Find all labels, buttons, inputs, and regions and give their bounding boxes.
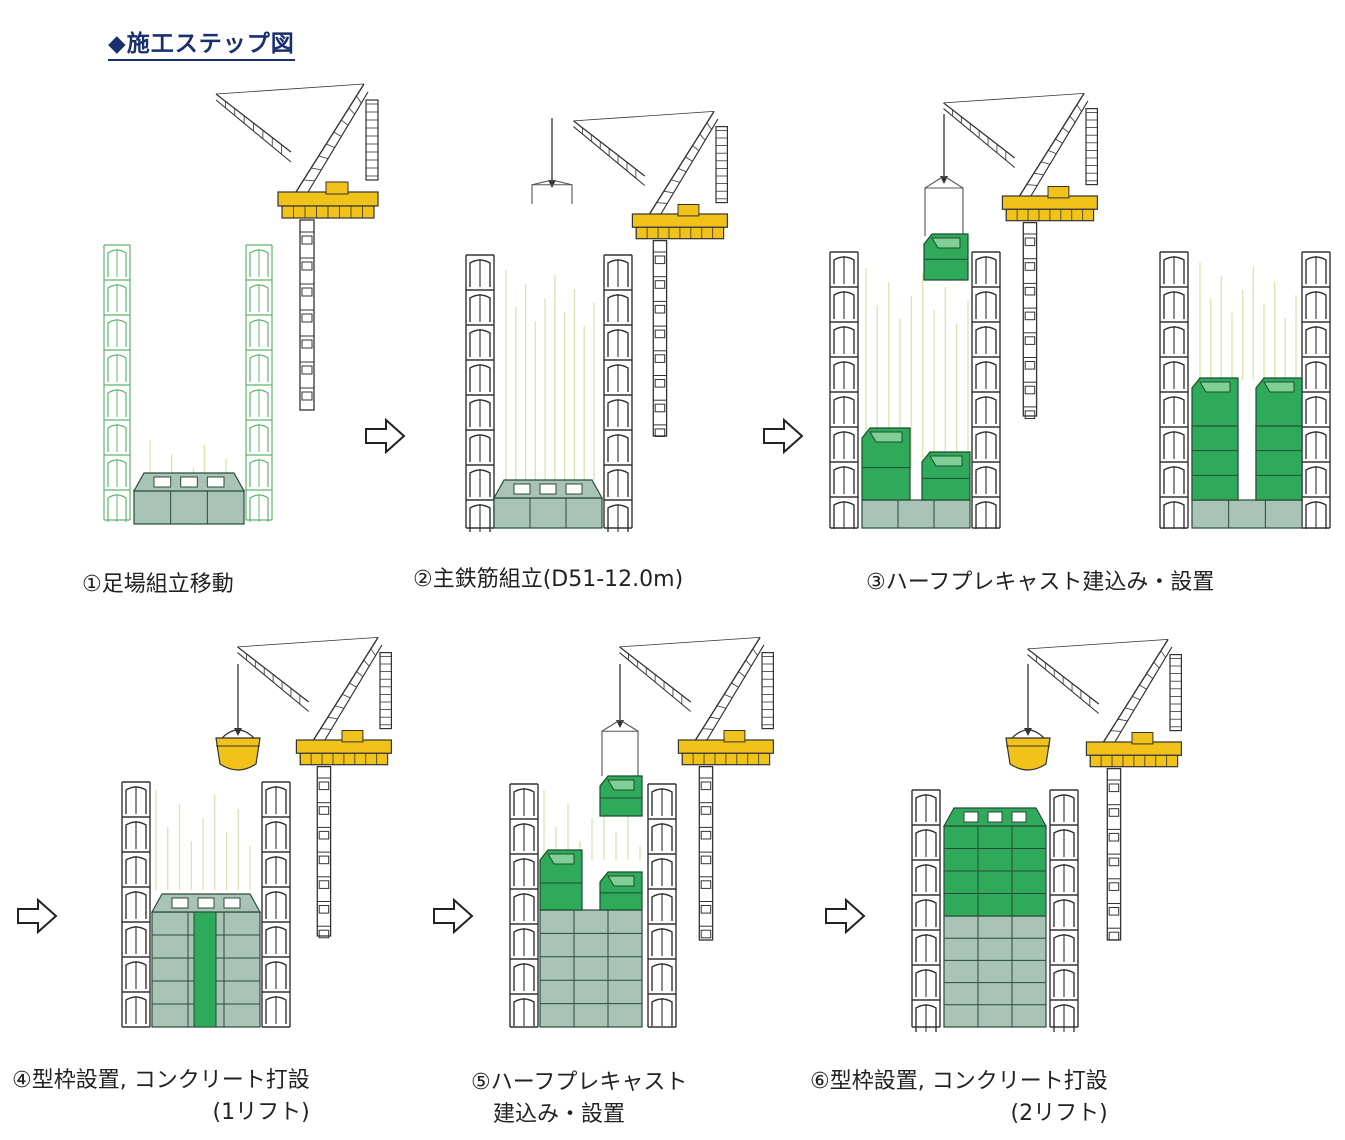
rebar-lines (505, 270, 595, 480)
step-4-caption-line1: ④型枠設置, コンクリート打設 (12, 1068, 310, 1093)
scaffold-tower (1301, 251, 1331, 529)
concrete-pour-core (193, 899, 217, 1028)
precast-stack-left (1191, 425, 1239, 501)
scaffold-tower (911, 789, 941, 1032)
pier-body-lift-2 (943, 825, 1047, 917)
lifting-frame (531, 179, 573, 204)
step-4-caption: ④型枠設置, コンクリート打設 (1リフト) (12, 1062, 310, 1126)
pier-footing (1191, 499, 1303, 529)
next-step-arrow-icon (17, 897, 58, 935)
scaffold-tower (647, 783, 677, 1028)
crane-hook-line (234, 664, 242, 736)
precast-panel-left (861, 427, 911, 501)
tower-crane-icon (943, 93, 1099, 419)
step-5-caption-line2: 建込み・設置 (493, 1102, 626, 1127)
crane-hook-line (616, 664, 624, 728)
tower-crane-icon (215, 83, 379, 411)
pier-cap (492, 479, 604, 499)
concrete-bucket-icon (215, 729, 261, 771)
step-4-caption-line2: (1リフト) (212, 1100, 310, 1125)
pier-body-lift-1 (539, 909, 643, 1028)
pier-footing (493, 497, 603, 529)
tower-crane-icon (619, 637, 775, 941)
precast-panel-right (921, 451, 971, 501)
next-step-arrow-icon (763, 417, 804, 455)
pier-footing (861, 499, 971, 529)
scaffold-tower (509, 783, 539, 1028)
tower-crane-icon (573, 111, 729, 437)
rebar-lines (1199, 262, 1297, 380)
scaffold-tower (245, 244, 273, 522)
diagram-title: ◆施工ステップ図 (108, 24, 295, 61)
crane-hook-line (1024, 664, 1032, 736)
step-2-caption-line1: ②主鉄筋組立(D51-12.0m) (413, 567, 684, 592)
tower-crane-icon (237, 637, 392, 939)
next-step-arrow-icon (433, 897, 474, 935)
pier-footing (133, 489, 245, 525)
lifting-frame (601, 719, 639, 776)
pier-cap (132, 472, 246, 492)
pier-cap (150, 893, 262, 913)
precast-stack-right (1255, 425, 1303, 501)
step-5-caption-line1: ⑤ハーフプレキャスト (471, 1070, 688, 1095)
next-step-arrow-icon (825, 897, 866, 935)
precast-panel-lifted (599, 775, 643, 817)
scaffold-tower (121, 781, 151, 1028)
lifting-frame (924, 175, 964, 236)
step-6-caption: ⑥型枠設置, コンクリート打設 (2リフト) (810, 1063, 1108, 1127)
step-6-caption-line2: (2リフト) (1010, 1101, 1108, 1126)
step-1-caption-line1: ①足場組立移動 (82, 572, 234, 597)
tower-crane-icon (1027, 639, 1183, 941)
step-6-caption-line1: ⑥型枠設置, コンクリート打設 (810, 1069, 1108, 1094)
next-step-arrow-icon (365, 417, 406, 455)
scaffold-tower (971, 251, 1001, 529)
precast-panel-lifted (923, 233, 969, 281)
step-3-caption: ③ハーフプレキャスト建込み・設置 (866, 564, 1214, 596)
step-2-caption: ②主鉄筋組立(D51-12.0m) (413, 561, 683, 593)
rebar-lines (155, 790, 251, 890)
scaffold-tower (261, 781, 291, 1028)
step-5-caption: ⑤ハーフプレキャスト 建込み・設置 (471, 1064, 687, 1128)
scaffold-tower (1049, 789, 1079, 1032)
precast-panel-left (539, 849, 583, 911)
concrete-bucket-icon (1005, 729, 1051, 771)
precast-panel-right (599, 871, 643, 911)
scaffold-tower (829, 251, 859, 529)
pier-body-lift-1 (943, 915, 1047, 1028)
crane-hook-line (548, 118, 556, 188)
crane-hook-line (940, 114, 948, 184)
step-3-caption-line1: ③ハーフプレキャスト建込み・設置 (866, 570, 1215, 595)
scaffold-tower (103, 244, 131, 522)
scaffold-tower (465, 254, 495, 532)
scaffold-tower (1159, 251, 1189, 529)
pier-cap-lift-2 (942, 807, 1048, 827)
step-1-caption: ①足場組立移動 (82, 566, 234, 598)
scaffold-tower (603, 254, 633, 532)
